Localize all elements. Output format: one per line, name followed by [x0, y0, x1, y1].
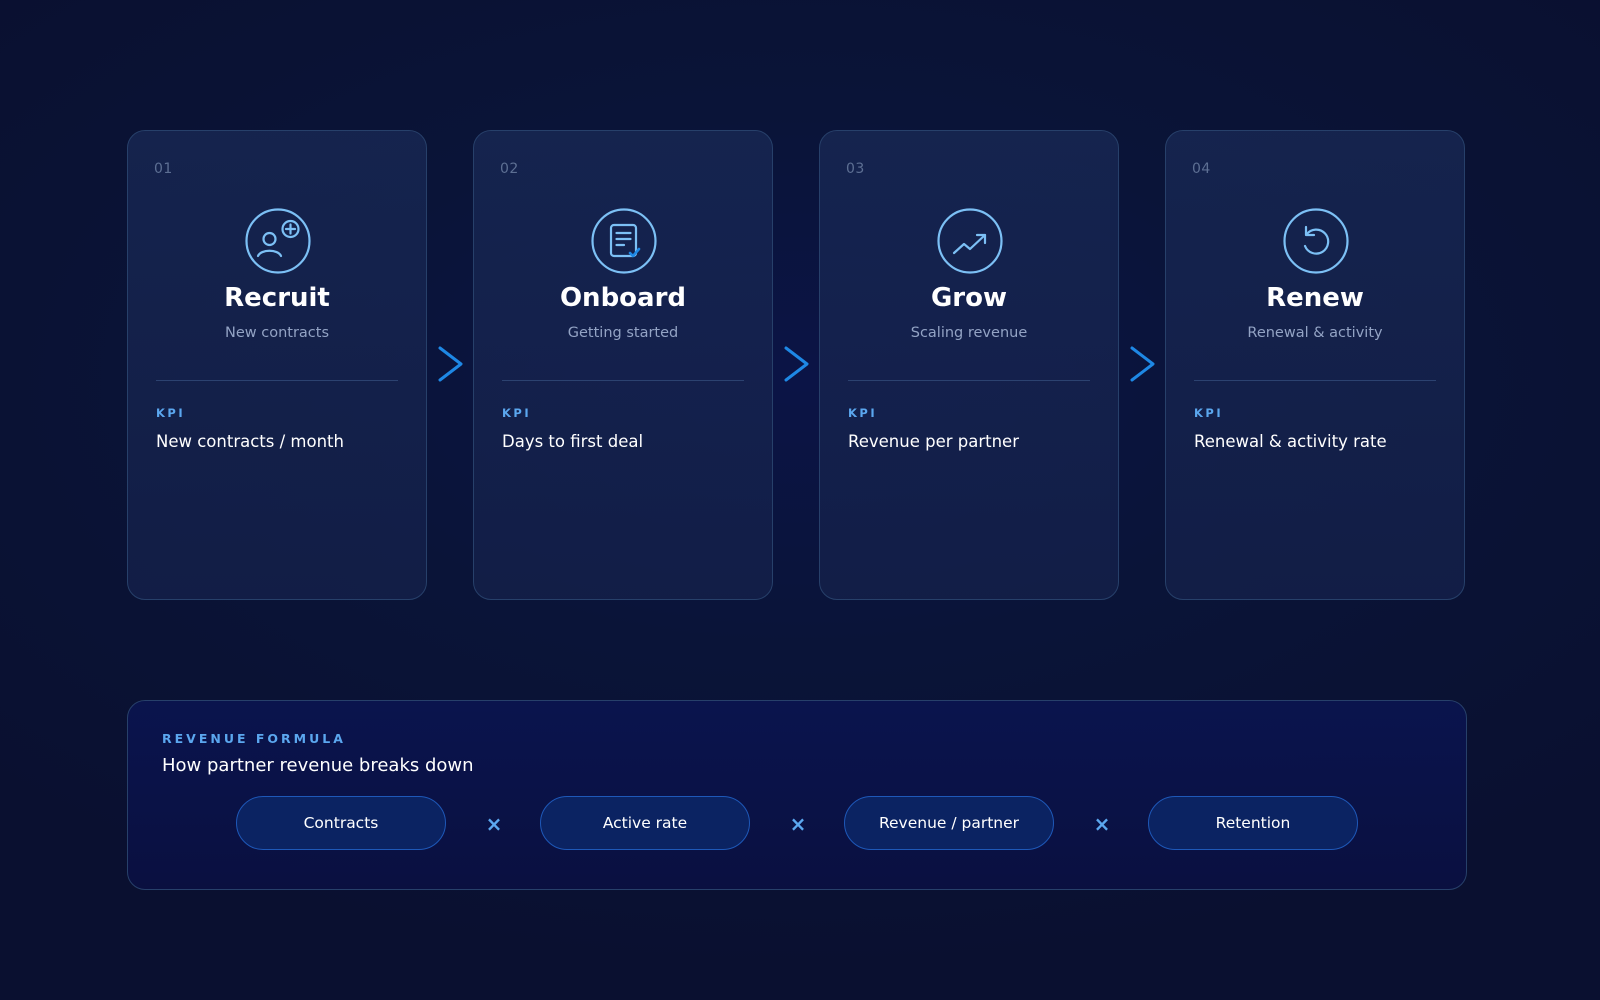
- stage-card-onboard: 02 Onboard Getting started KPI Days to f…: [473, 130, 773, 600]
- stage-card-grow: 03 Grow Scaling revenue KPI Revenue per …: [819, 130, 1119, 600]
- multiply-operator: ×: [1093, 812, 1111, 836]
- kpi-value: Days to first deal: [502, 432, 644, 451]
- chevron-right-icon: [436, 345, 466, 383]
- chevron-right-icon: [1128, 345, 1158, 383]
- stage-number: 04: [1192, 161, 1211, 177]
- divider: [848, 380, 1090, 381]
- refresh-icon: [1283, 208, 1349, 274]
- stage-title: Onboard: [559, 283, 687, 313]
- stage-subtitle: Scaling revenue: [910, 325, 1028, 341]
- formula-term-retention: Retention: [1148, 796, 1358, 850]
- multiply-operator: ×: [485, 812, 503, 836]
- formula-term-contracts: Contracts: [236, 796, 446, 850]
- formula-label: REVENUE FORMULA: [162, 731, 346, 746]
- stage-number: 03: [846, 161, 865, 177]
- stage-subtitle: New contracts: [224, 325, 329, 341]
- divider: [156, 380, 398, 381]
- stage-card-recruit: 01 Recruit New contracts KPI New contrac…: [127, 130, 427, 600]
- formula-term-active-rate: Active rate: [540, 796, 750, 850]
- kpi-label: KPI: [848, 406, 878, 420]
- add-person-icon: [245, 208, 311, 274]
- divider: [502, 380, 744, 381]
- stage-card-renew: 04 Renew Renewal & activity KPI Renewal …: [1165, 130, 1465, 600]
- trend-up-icon: [937, 208, 1003, 274]
- formula-term-revenue-per-partner: Revenue / partner: [844, 796, 1054, 850]
- document-check-icon: [591, 208, 657, 274]
- formula-title: How partner revenue breaks down: [162, 755, 474, 776]
- revenue-formula-panel: REVENUE FORMULA How partner revenue brea…: [127, 700, 1467, 890]
- kpi-value: Revenue per partner: [848, 432, 1019, 451]
- stage-subtitle: Renewal & activity: [1247, 325, 1383, 341]
- stage-title: Renew: [1266, 283, 1364, 313]
- divider: [1194, 380, 1436, 381]
- kpi-label: KPI: [502, 406, 532, 420]
- stage-subtitle: Getting started: [567, 325, 679, 341]
- stage-title: Recruit: [224, 283, 330, 313]
- stage-number: 02: [500, 161, 519, 177]
- kpi-value: Renewal & activity rate: [1194, 432, 1387, 451]
- kpi-label: KPI: [156, 406, 186, 420]
- kpi-value: New contracts / month: [156, 432, 344, 451]
- multiply-operator: ×: [789, 812, 807, 836]
- stage-number: 01: [154, 161, 173, 177]
- kpi-label: KPI: [1194, 406, 1224, 420]
- chevron-right-icon: [782, 345, 812, 383]
- stage-title: Grow: [930, 283, 1008, 313]
